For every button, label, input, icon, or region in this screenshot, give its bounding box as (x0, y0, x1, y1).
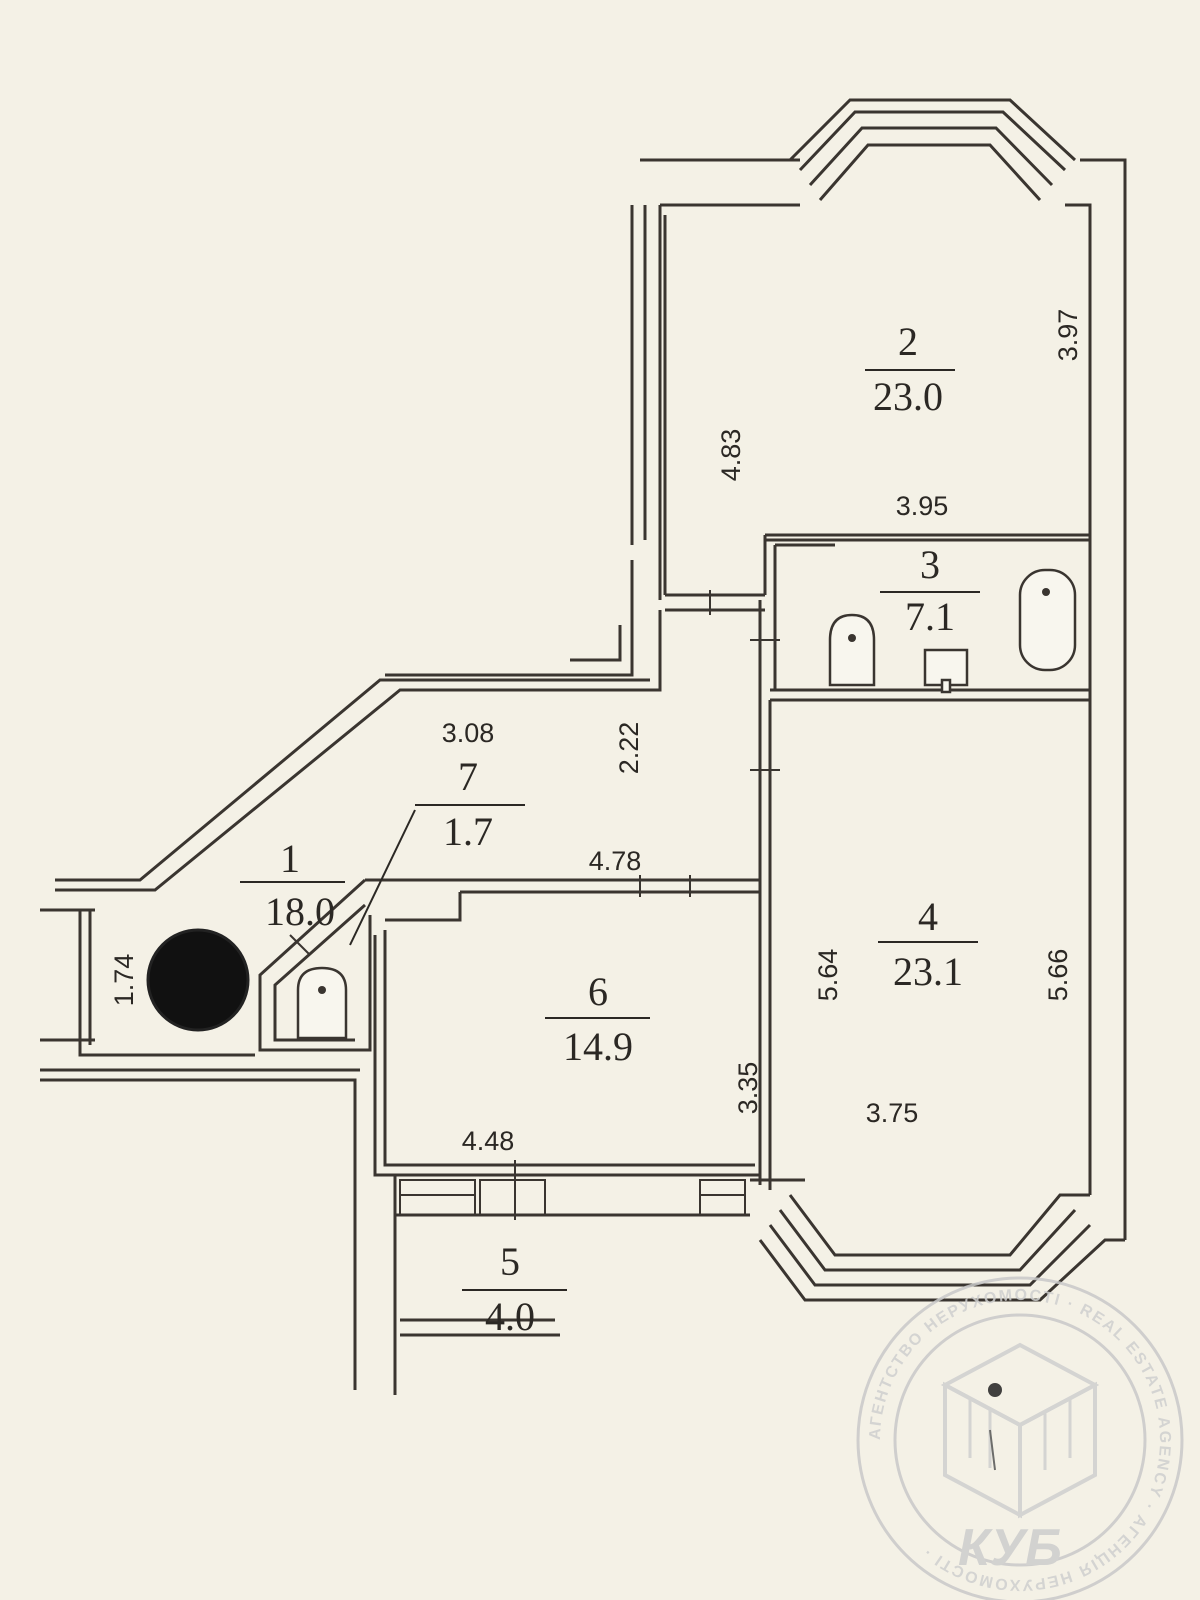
room-7-area: 1.7 (443, 809, 493, 854)
room-4-number: 4 (918, 894, 938, 939)
room-2-number: 2 (898, 319, 918, 364)
dim-r2-height-right: 3.97 (1053, 309, 1083, 362)
toilet-icon (828, 613, 876, 687)
dim-entry-height: 1.74 (109, 954, 139, 1007)
dim-hall-width: 3.08 (442, 718, 495, 748)
room-5-area: 4.0 (485, 1294, 535, 1339)
room-2-area: 23.0 (873, 374, 943, 419)
dim-r6-width: 4.48 (462, 1126, 515, 1156)
sink-icon (923, 648, 969, 687)
agency-stamp: АГЕНТСТВО НЕРУХОМОСТІ · REAL ESTATE AGEN… (856, 1276, 1184, 1600)
room-6-area: 14.9 (563, 1024, 633, 1069)
dim-hall-height: 2.22 (614, 722, 644, 775)
riser-shaft-icon (146, 928, 250, 1032)
dim-r6-height: 3.35 (733, 1062, 763, 1115)
walls (40, 98, 1127, 1395)
room-5-number: 5 (500, 1239, 520, 1284)
room-4-area: 23.1 (893, 949, 963, 994)
room-1-area: 18.0 (265, 889, 335, 934)
bathtub-icon (1018, 568, 1077, 672)
room-6-number: 6 (588, 969, 608, 1014)
toilet-icon-wc (296, 966, 348, 1040)
room-3-number: 3 (920, 542, 940, 587)
dim-r4-height-left: 5.64 (813, 949, 843, 1002)
cube-logo-icon (940, 1342, 1100, 1519)
fixtures (146, 568, 1077, 1040)
dim-r2-height-left: 4.83 (716, 429, 746, 482)
room-labels: 2 23.0 3 7.1 7 1.7 1 18.0 4 23.1 6 14.9 … (240, 319, 980, 1339)
dim-r2-width: 3.95 (896, 491, 949, 521)
dimensions: 4.83 3.95 3.97 3.08 2.22 4.78 1.74 3.35 … (109, 309, 1083, 1156)
room-7-number: 7 (458, 754, 478, 799)
dim-corridor-width: 4.78 (589, 846, 642, 876)
stamp-brand-text: КУБ (958, 1519, 1062, 1577)
room-3-area: 7.1 (905, 594, 955, 639)
dim-r4-width: 3.75 (866, 1098, 919, 1128)
dim-r4-height-right: 5.66 (1043, 949, 1073, 1002)
room-1-number: 1 (280, 836, 300, 881)
